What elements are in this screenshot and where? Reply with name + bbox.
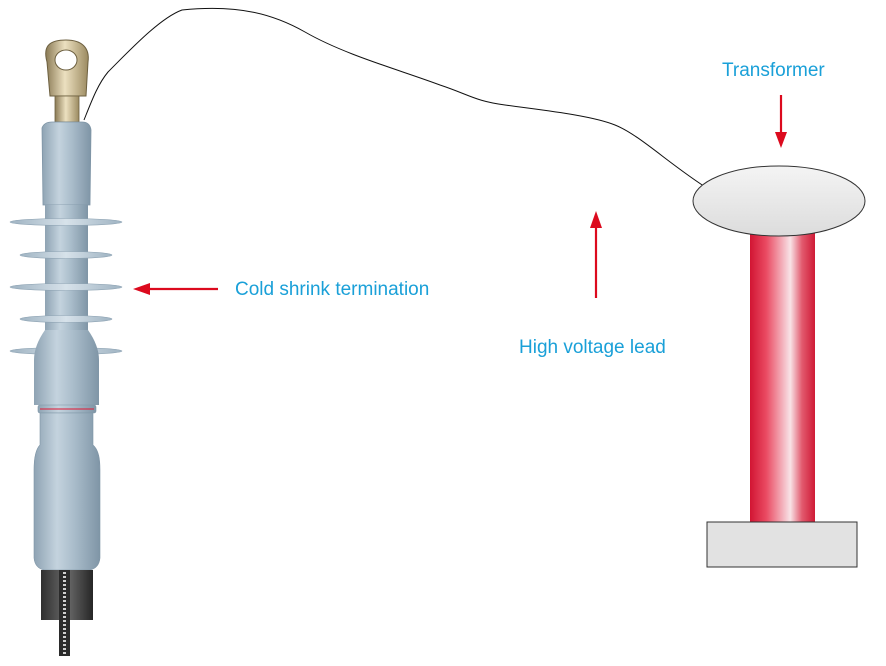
transformer-icon [692, 165, 866, 568]
high-voltage-lead-label: High voltage lead [519, 337, 666, 358]
cold-shrink-termination-label: Cold shrink termination [235, 279, 430, 300]
high-voltage-lead-wire [83, 7, 711, 191]
transformer-arrow [775, 95, 787, 148]
transformer-label: Transformer [722, 60, 825, 81]
lead-arrow [590, 211, 602, 298]
cold-shrink-termination-icon [9, 39, 123, 656]
termination-arrow [133, 283, 218, 295]
